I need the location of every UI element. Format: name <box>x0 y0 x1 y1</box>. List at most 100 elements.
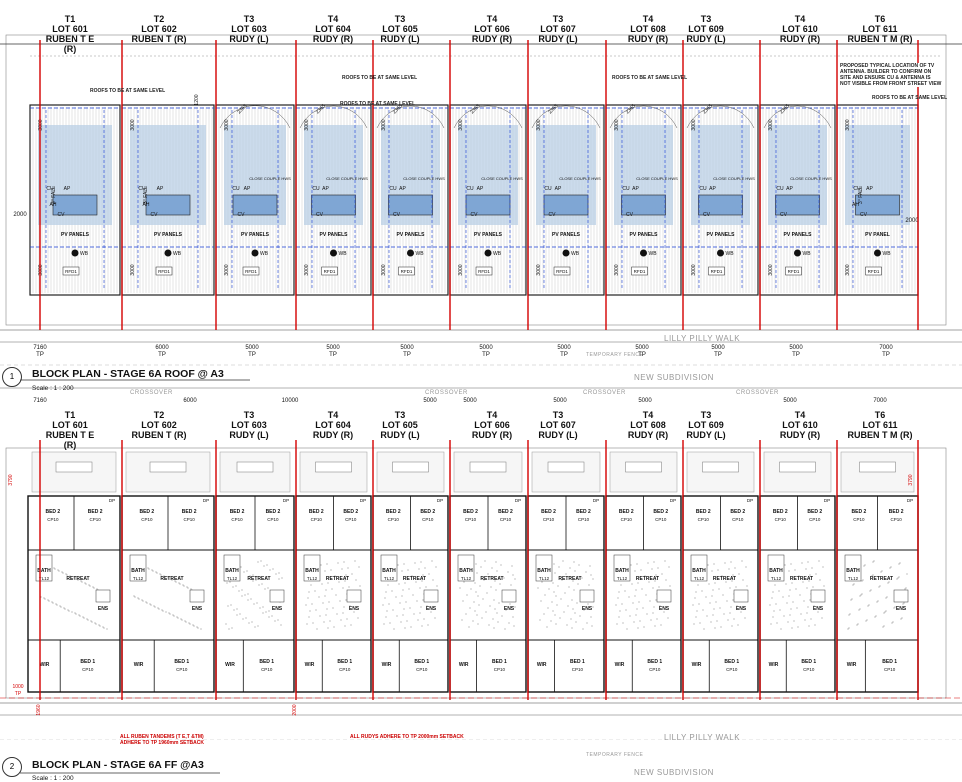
floor-stipple <box>493 627 495 629</box>
floor-stipple <box>581 577 583 579</box>
lot-type: T6 <box>874 410 886 420</box>
floor-stipple <box>788 595 790 597</box>
floor-stipple <box>790 563 792 565</box>
wir-label: WIR <box>769 662 779 668</box>
floor-stipple <box>327 582 329 584</box>
frontage-dim: 5000 <box>783 398 797 404</box>
floor-stipple <box>583 609 585 611</box>
outdoor-table <box>859 461 896 473</box>
cp-label: CP10 <box>267 517 279 522</box>
rfd-box <box>155 266 173 276</box>
floor-stipple <box>564 592 566 594</box>
cu-label: CU <box>466 186 474 192</box>
bath-fixture <box>223 554 241 582</box>
floor-stipple <box>718 588 720 590</box>
floor-stipple <box>196 626 198 628</box>
floor-stipple <box>76 578 78 580</box>
bed1-label: BED 1 <box>570 659 585 665</box>
floor-stipple <box>663 611 665 613</box>
floor-stipple <box>740 611 742 613</box>
floor-stipple <box>552 610 554 612</box>
floor-stipple <box>491 567 493 569</box>
floor-stipple <box>257 561 259 563</box>
floor-stipple <box>405 601 407 603</box>
bed2-label: BED 2 <box>88 509 103 515</box>
floor-stipple <box>497 621 499 623</box>
floor-stipple <box>426 605 428 607</box>
rfd-label: RFD1 <box>401 269 413 274</box>
bed2-label: BED 2 <box>343 509 358 515</box>
floor-stipple <box>259 607 261 609</box>
floor-stipple <box>712 614 714 616</box>
ah-label: AH <box>50 202 57 208</box>
floor-stipple <box>893 607 895 609</box>
floor-stipple <box>393 628 395 630</box>
floor-stipple <box>312 622 314 624</box>
floor-stipple <box>733 618 735 620</box>
cv-label: CV <box>316 212 324 218</box>
floor-stipple <box>858 609 860 611</box>
floor-stipple <box>175 581 177 583</box>
floor-stipple <box>418 568 420 570</box>
fall-label: 3° FALL <box>143 186 149 204</box>
floor-stipple <box>268 616 270 618</box>
floor-stipple <box>331 588 333 590</box>
plan1-scale: Scale : 1 : 200 <box>32 385 74 392</box>
floor-stipple <box>401 595 403 597</box>
floor-stipple <box>774 584 776 586</box>
floor-stipple <box>338 581 340 583</box>
floor-stipple <box>875 615 877 617</box>
floor-stipple <box>668 566 670 568</box>
floor-stipple <box>151 569 153 571</box>
floor-stipple <box>172 614 174 616</box>
pv-panel <box>775 194 820 216</box>
floor-stipple <box>798 575 800 577</box>
floor-stipple <box>877 600 879 602</box>
floor-stipple <box>181 619 183 621</box>
floor-stipple <box>55 603 57 605</box>
floor-stipple <box>244 594 246 596</box>
cp-label: CP10 <box>261 667 273 672</box>
rfd-label: RFD1 <box>245 269 257 274</box>
floor-stipple <box>622 622 624 624</box>
lot-name: RUDY (L) <box>380 34 420 44</box>
floor-stipple <box>325 589 327 591</box>
dim-1000: 1000 <box>12 684 23 690</box>
ap-label: AP <box>555 186 562 192</box>
floor-stipple <box>484 560 486 562</box>
outdoor-table <box>702 461 739 473</box>
outdoor-table <box>392 461 429 473</box>
floor-stipple <box>729 587 731 589</box>
floor-stipple <box>782 596 784 598</box>
floor-stipple <box>47 599 49 601</box>
wir-label: WIR <box>459 662 469 668</box>
floor-stipple <box>408 588 410 590</box>
pv-label: PV PANELS <box>241 232 270 238</box>
dim-3000: 3000 <box>691 119 697 130</box>
bed2-label: BED 2 <box>730 509 745 515</box>
floor-stipple <box>590 616 592 618</box>
floor-stipple <box>889 567 891 569</box>
frontage-dim: 5000 <box>635 345 649 351</box>
floor-stipple <box>183 585 185 587</box>
bed1-label: BED 1 <box>882 659 897 665</box>
floor-stipple <box>635 614 637 616</box>
floor-stipple <box>86 618 88 620</box>
floor-stipple <box>847 628 849 630</box>
floor-stipple <box>349 605 351 607</box>
floor-stipple <box>558 566 560 568</box>
bed2-label: BED 2 <box>889 509 904 515</box>
bath-label: BATH <box>305 568 319 574</box>
floor-stipple <box>236 608 238 610</box>
floor-stipple <box>890 566 892 568</box>
wb-marker <box>407 249 414 257</box>
floor-stipple <box>508 622 510 624</box>
floor-stipple <box>185 621 187 623</box>
hws-label: CLOSE COUPLE HWS <box>403 176 445 181</box>
floor-stipple <box>419 587 421 589</box>
floor-stipple <box>667 617 669 619</box>
floor-stipple <box>635 589 637 591</box>
